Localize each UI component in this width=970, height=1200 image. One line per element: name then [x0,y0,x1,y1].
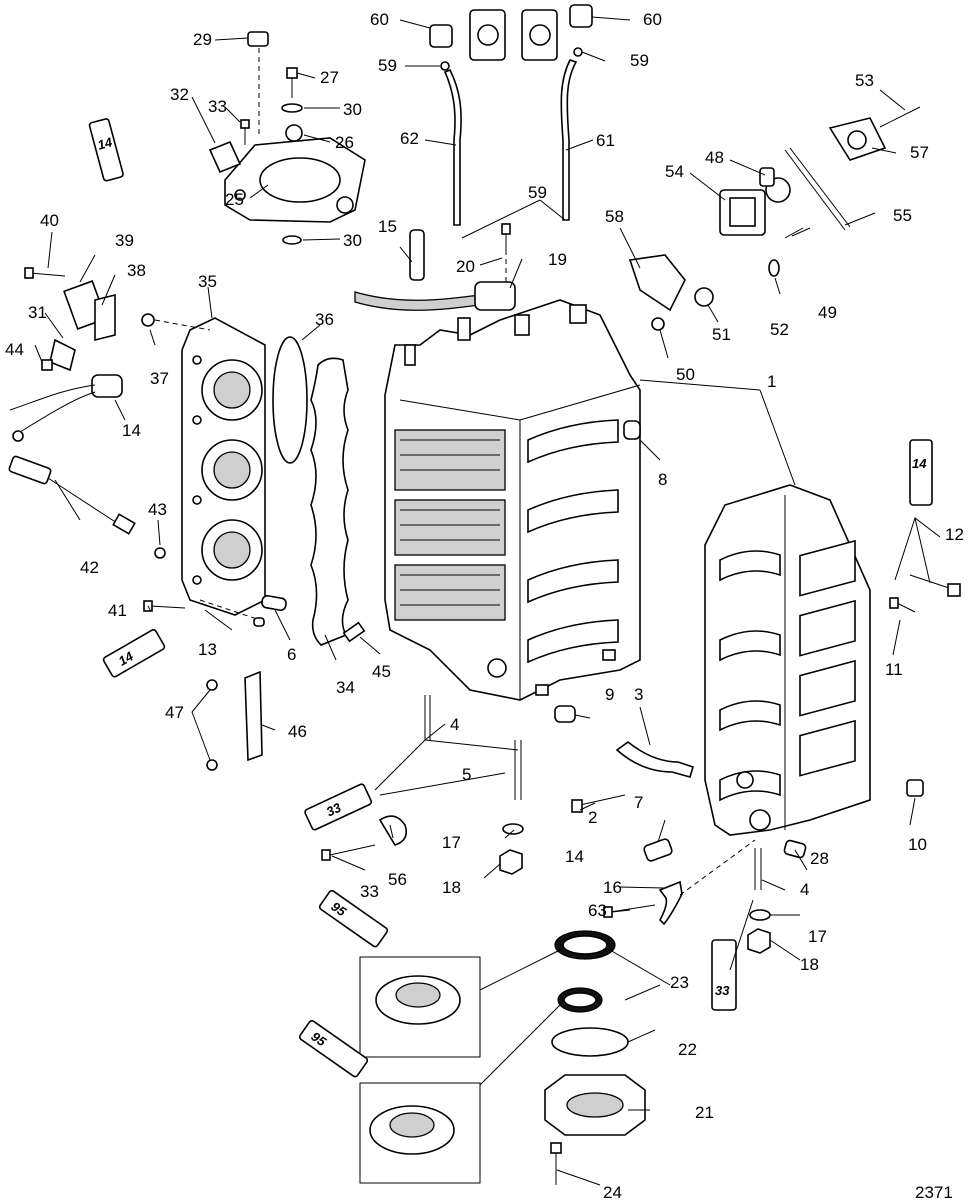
callout-48: 48 [705,148,724,167]
callout-14: 14 [122,421,141,440]
callout-62: 62 [400,129,419,148]
callout-21: 21 [695,1103,714,1122]
callout-8: 8 [658,470,667,489]
figure-number: 2371 [915,1183,953,1200]
tube-label: 14 [912,456,927,471]
callout-5: 5 [462,765,471,784]
callout-7: 7 [634,793,643,812]
callout-33: 33 [208,97,227,116]
callout-1: 1 [767,372,776,391]
cylinder-head [181,317,266,616]
head-gasket [310,357,349,646]
cylinder-block [384,299,641,701]
callout-23: 23 [670,973,689,992]
callout-42: 42 [80,558,99,577]
callout-43: 43 [148,500,167,519]
callout-53: 53 [855,71,874,90]
callout-17: 17 [442,833,461,852]
callout-15: 15 [378,217,397,236]
o-ring [272,336,308,464]
lower-seals [359,930,646,1185]
callout-49: 49 [818,303,837,322]
callout-61: 61 [596,131,615,150]
callout-14: 14 [565,847,584,866]
tube-label: 14 [96,134,115,152]
crankcase-cover [704,484,871,836]
callout-36: 36 [315,310,334,329]
callout-56: 56 [388,870,407,889]
callout-12: 12 [945,525,964,544]
callout-17: 17 [808,927,827,946]
callout-40: 40 [40,211,59,230]
callout-32: 32 [170,85,189,104]
callout-4: 4 [450,715,459,734]
callout-9: 9 [605,685,614,704]
callout-10: 10 [908,835,927,854]
callout-35: 35 [198,272,217,291]
callout-31: 31 [28,303,47,322]
callout-58: 58 [605,207,624,226]
small-parts [8,4,961,954]
tube-label: 33 [324,799,344,819]
callout-27: 27 [320,68,339,87]
callout-16: 16 [603,878,622,897]
callout-46: 46 [288,722,307,741]
callout-57: 57 [910,143,929,162]
callout-33: 33 [360,882,379,901]
callout-38: 38 [127,261,146,280]
callout-55: 55 [893,206,912,225]
callout-44: 44 [5,340,24,359]
callout-3: 3 [634,685,643,704]
callout-2: 2 [588,808,597,827]
callout-30: 30 [343,100,362,119]
callout-25: 25 [225,190,244,209]
callout-numbers: 1 2 3 4 5 6 7 8 9 10 11 12 13 14 15 16 1… [5,10,964,1200]
callout-47: 47 [165,703,184,722]
callout-34: 34 [336,678,355,697]
callout-18: 18 [800,955,819,974]
leader-lines [34,16,941,1186]
callout-59: 59 [528,183,547,202]
callout-19: 19 [548,250,567,269]
callout-28: 28 [810,849,829,868]
callout-60: 60 [370,10,389,29]
callout-37: 37 [150,369,169,388]
callout-29: 29 [193,30,212,49]
callout-50: 50 [676,365,695,384]
callout-63: 63 [588,901,607,920]
callout-30: 30 [343,231,362,250]
callout-13: 13 [198,640,217,659]
tube-label: 33 [715,983,730,998]
callout-39: 39 [115,231,134,250]
callout-18: 18 [442,878,461,897]
callout-22: 22 [678,1040,697,1059]
callout-60: 60 [643,10,662,29]
callout-54: 54 [665,162,684,181]
callout-51: 51 [712,325,731,344]
callout-26: 26 [335,133,354,152]
callout-6: 6 [287,645,296,664]
callout-20: 20 [456,257,475,276]
callout-52: 52 [770,320,789,339]
callout-41: 41 [108,601,127,620]
callout-59: 59 [630,51,649,70]
callout-45: 45 [372,662,391,681]
callout-59: 59 [378,56,397,75]
callout-11: 11 [885,660,903,679]
sealant-tubes: 14 14 14 33 33 95 95 [88,118,933,1078]
thermostat-cover [208,137,366,223]
callout-24: 24 [603,1183,622,1200]
callout-4: 4 [800,880,809,899]
